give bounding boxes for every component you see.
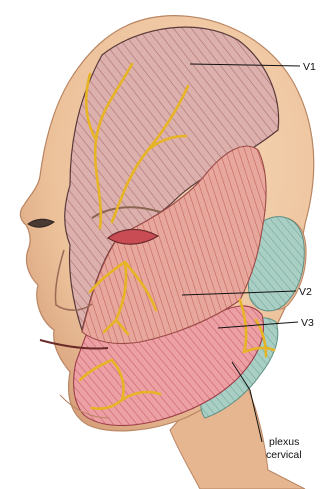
label-plexus: plexus bbox=[269, 436, 299, 448]
label-v3: V3 bbox=[301, 317, 314, 329]
label-cervical: cervical bbox=[266, 449, 302, 461]
label-v2: V2 bbox=[299, 286, 312, 298]
label-v1: V1 bbox=[303, 61, 316, 73]
